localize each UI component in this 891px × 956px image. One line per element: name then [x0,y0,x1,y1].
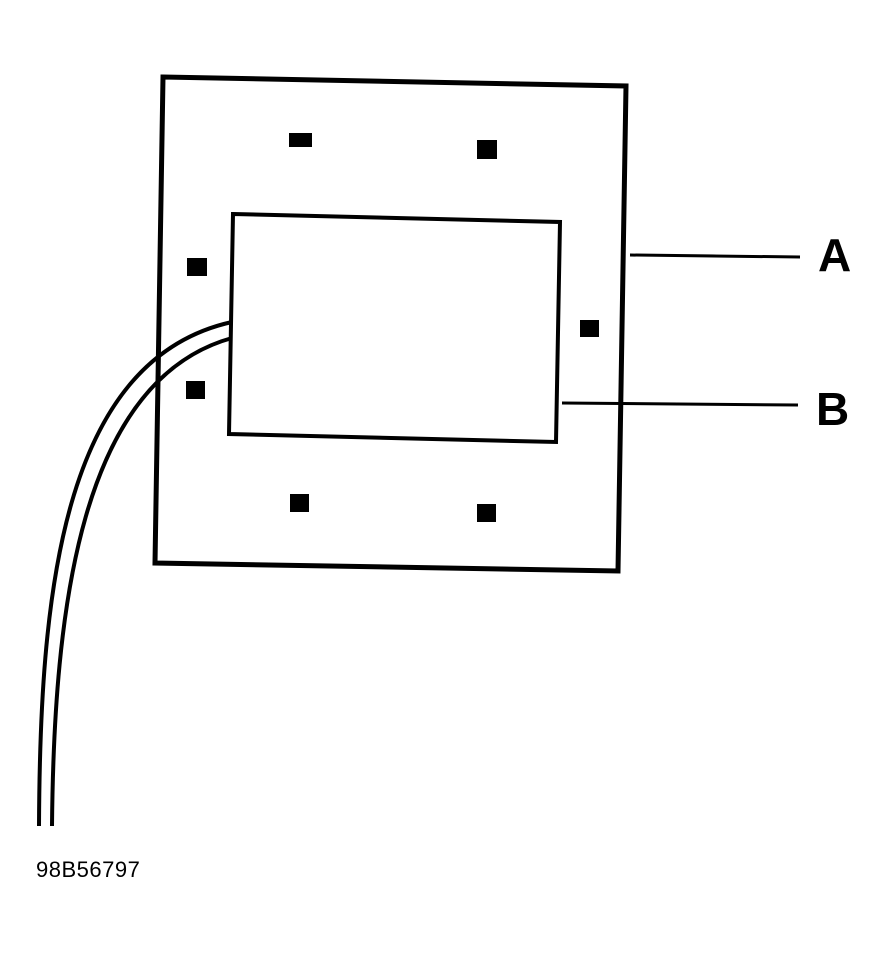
wire-harness [37,320,233,827]
wire-line-lower [50,336,233,827]
fastener-group [186,133,599,522]
callout-label-b: B [816,383,850,435]
fastener-top-right [477,140,497,159]
fastener-bottom-right [477,504,496,522]
leader-line-b [561,401,799,407]
wire-line-upper [37,320,233,827]
figure-id: 98B56797 [36,857,141,882]
fastener-left-lower [186,381,205,399]
fastener-top-left [289,133,312,147]
fastener-right [580,320,599,337]
fastener-bottom-left [290,494,309,512]
callout-label-a: A [818,229,852,281]
fastener-left-upper [187,258,207,276]
leader-line-a [629,253,801,259]
inner-module [226,211,563,445]
